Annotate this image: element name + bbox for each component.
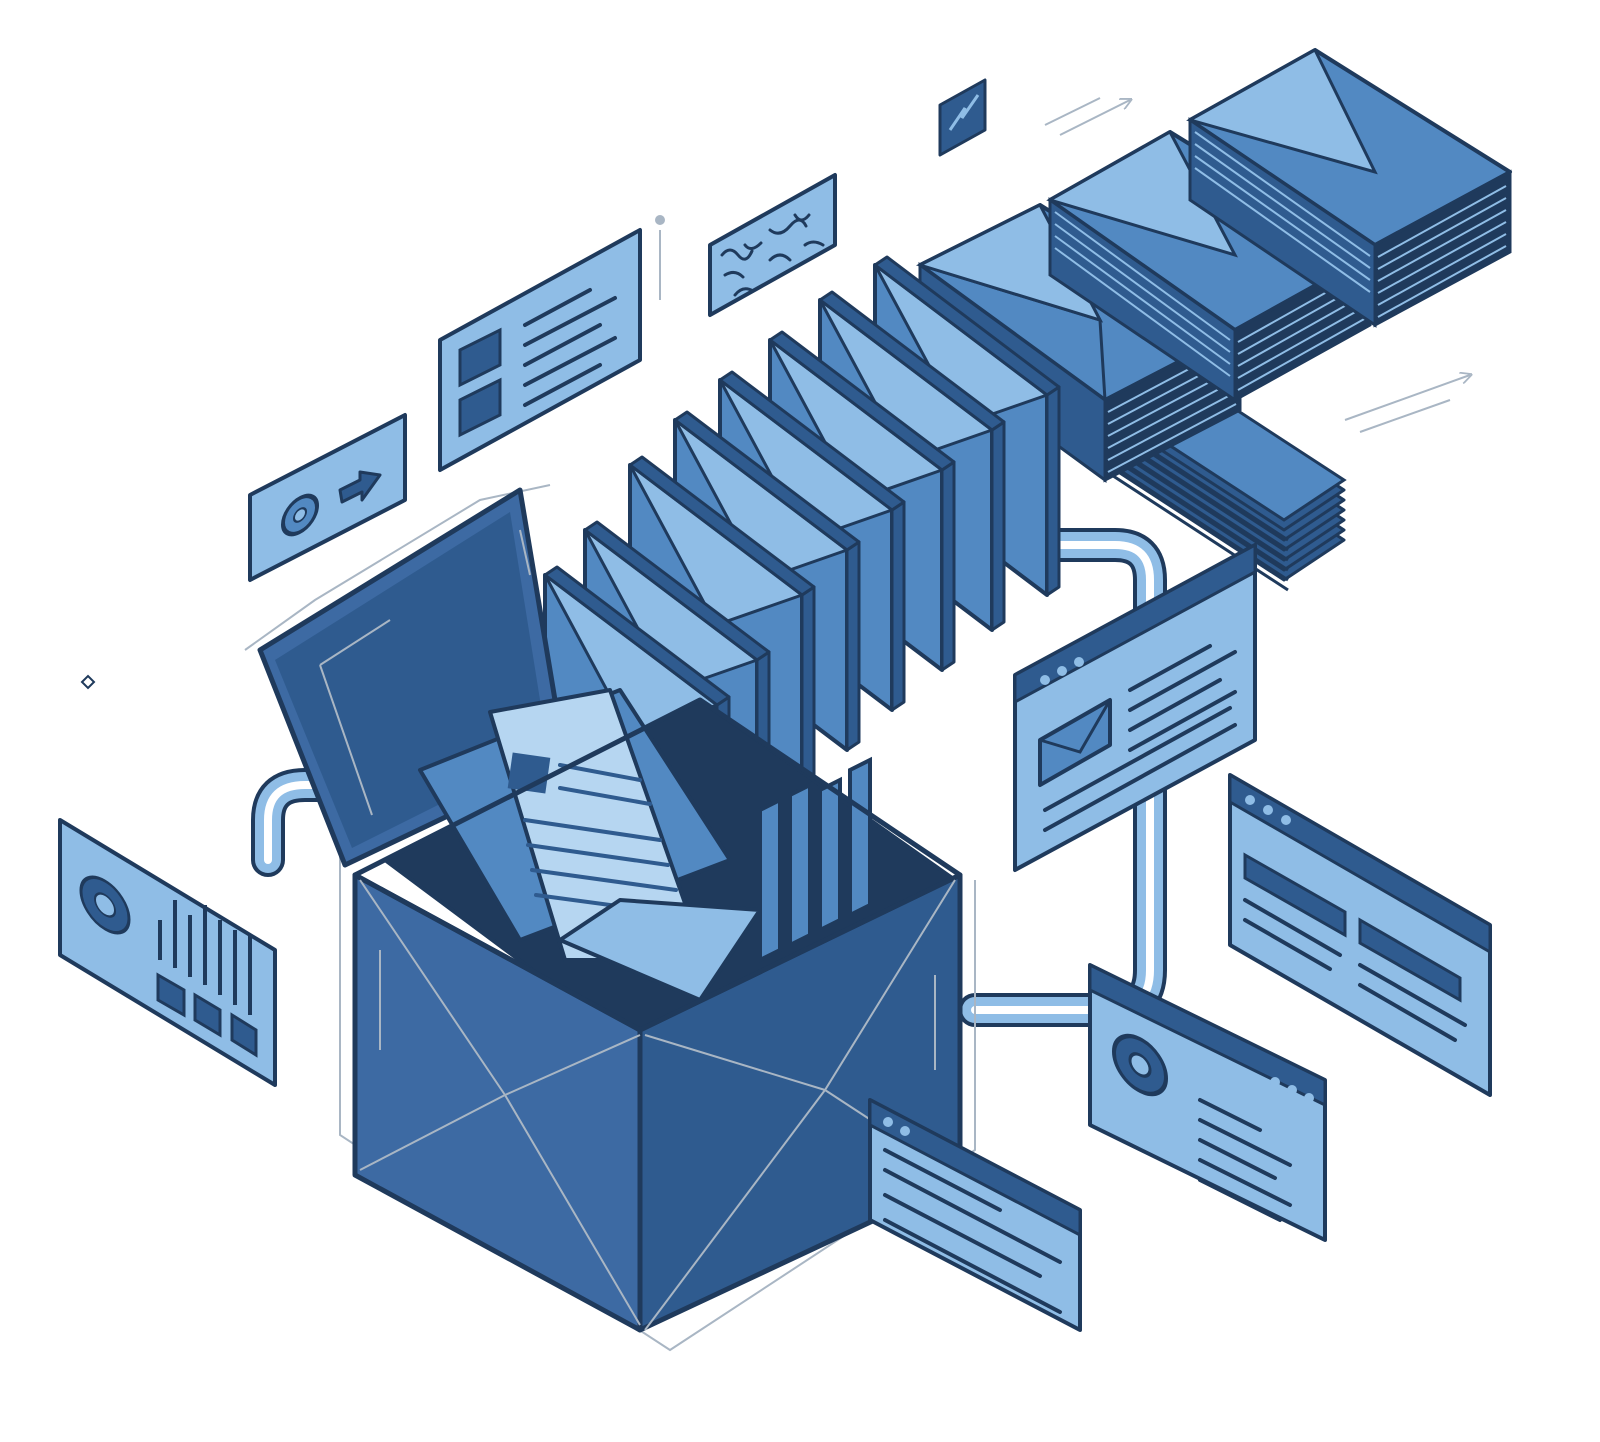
arrow-right-icon (338, 470, 382, 504)
browser-window-envelope (1013, 543, 1257, 872)
gear-icon (1112, 1033, 1168, 1097)
browser-window-blocks (1228, 773, 1492, 1097)
browser-window-text (868, 1098, 1082, 1332)
left-window-gear-chart (58, 818, 277, 1087)
gear-icon (79, 875, 131, 935)
small-sparkle-icon (80, 674, 96, 690)
file-dividers (758, 756, 872, 964)
qr-pattern-icon (720, 213, 825, 297)
gear-icon (281, 493, 319, 537)
top-left-list-card (438, 228, 642, 472)
bar-chart-icon (158, 900, 252, 1015)
guide-lines (244, 97, 1470, 1352)
envelope-icon (1038, 698, 1112, 787)
qr-pattern-card (708, 173, 837, 317)
browser-window-gear (1088, 963, 1327, 1242)
top-left-gear-arrow-card (248, 413, 407, 582)
envelope-stack-3 (1186, 47, 1512, 328)
lightning-icon (938, 78, 987, 157)
